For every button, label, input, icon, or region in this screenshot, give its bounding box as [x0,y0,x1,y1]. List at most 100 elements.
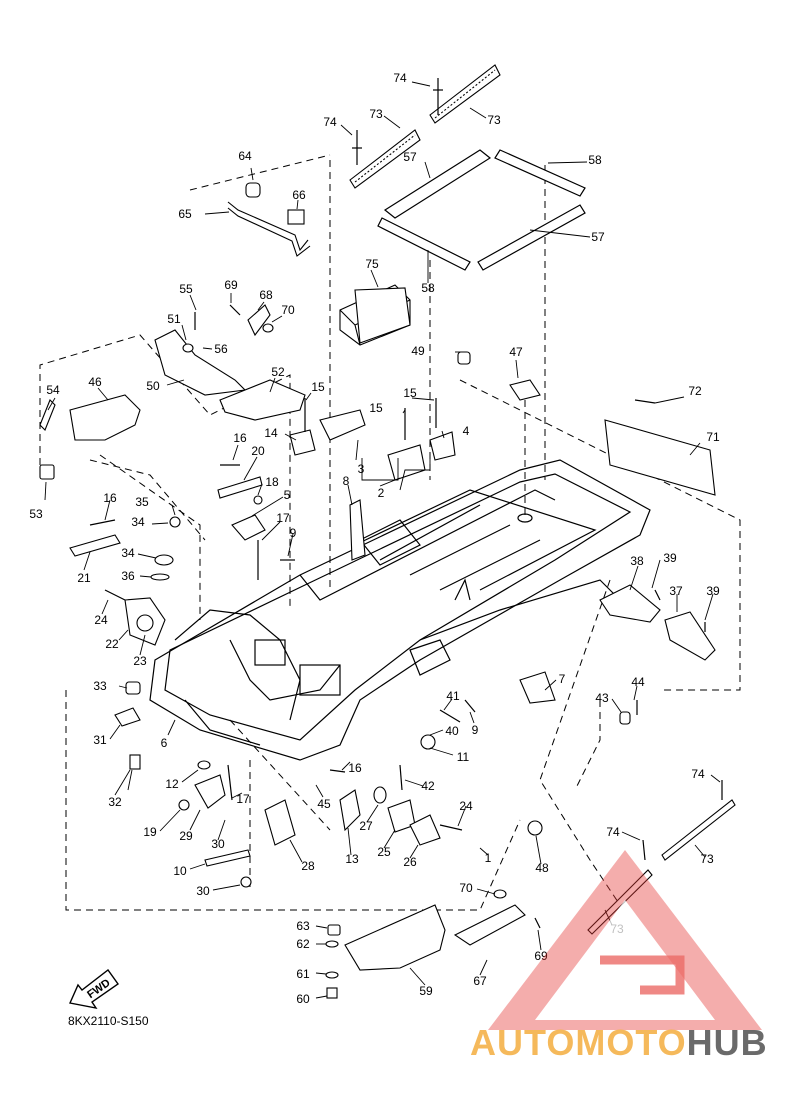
callout-39: 39 [706,584,720,598]
callout-36: 36 [121,569,135,583]
callout-74: 74 [606,825,620,839]
callout-7: 7 [559,672,566,686]
callout-25: 25 [377,845,391,859]
callout-45: 45 [317,797,331,811]
callout-65: 65 [178,207,192,221]
callout-66: 66 [292,188,306,202]
callout-17: 17 [236,792,250,806]
callout-54: 54 [46,383,60,397]
callout-64: 64 [238,149,252,163]
callout-15: 15 [369,401,383,415]
callout-50: 50 [146,379,160,393]
watermark-brand: AUTOMOTOHUB [470,1022,768,1064]
callout-1: 1 [485,851,492,865]
callout-69: 69 [534,949,548,963]
callout-38: 38 [630,554,644,568]
callout-19: 19 [143,825,157,839]
callout-17: 17 [276,511,290,525]
callout-57: 57 [403,150,417,164]
watermark-brand-part2: HUB [686,1022,768,1063]
callout-37: 37 [669,584,683,598]
callout-41: 41 [446,689,460,703]
callout-4: 4 [463,424,470,438]
callout-73: 73 [700,852,714,866]
callout-24: 24 [94,613,108,627]
callout-70: 70 [459,881,473,895]
callout-61: 61 [296,967,310,981]
callout-30: 30 [196,884,210,898]
callout-28: 28 [301,859,315,873]
callout-63: 63 [296,919,310,933]
hardware-parts [39,182,716,999]
callout-60: 60 [296,992,310,1006]
callout-43: 43 [595,691,609,705]
callout-33: 33 [93,679,107,693]
callout-59: 59 [419,984,433,998]
callout-56: 56 [214,342,228,356]
callout-55: 55 [179,282,193,296]
callout-21: 21 [77,571,91,585]
callout-20: 20 [251,444,265,458]
callout-58: 58 [421,281,435,295]
toothed-strips [349,64,736,935]
callout-48: 48 [535,861,549,875]
callout-34: 34 [121,546,135,560]
rail-bars [377,149,586,271]
callout-32: 32 [108,795,122,809]
callout-42: 42 [421,779,435,793]
callout-73: 73 [369,107,383,121]
callout-71: 71 [706,430,720,444]
callout-16: 16 [348,761,362,775]
bolts-and-pins [89,78,723,929]
callout-23: 23 [133,654,147,668]
callout-73: 73 [487,113,501,127]
callout-8: 8 [343,474,350,488]
callout-9: 9 [472,723,479,737]
callout-72: 72 [688,384,702,398]
callout-2: 2 [378,486,385,500]
callout-39: 39 [663,551,677,565]
callout-24: 24 [459,799,473,813]
callout-27: 27 [359,819,373,833]
callout-5: 5 [284,488,291,502]
diagram-code: 8KX2110-S150 [68,1014,149,1028]
callout-18: 18 [265,475,279,489]
callout-57: 57 [591,230,605,244]
bracket-lines [361,455,431,491]
callout-22: 22 [105,637,119,651]
callout-3: 3 [358,462,365,476]
callout-29: 29 [179,829,193,843]
callout-9: 9 [290,526,297,540]
callout-12: 12 [165,777,179,791]
callout-67: 67 [473,974,487,988]
callout-46: 46 [88,375,102,389]
callout-44: 44 [631,675,645,689]
callout-69: 69 [224,278,238,292]
callout-13: 13 [345,852,359,866]
callout-16: 16 [103,491,117,505]
callout-26: 26 [403,855,417,869]
callout-74: 74 [323,115,337,129]
watermark-brand-part1: AUTOMOTO [470,1022,687,1063]
watermark-logo-icon [488,850,762,1030]
callout-53: 53 [29,507,43,521]
callout-34: 34 [131,515,145,529]
main-frame-assembly [149,459,651,761]
callout-11: 11 [457,750,470,764]
fwd-arrow-icon: FWD [69,969,119,1010]
callout-52: 52 [271,365,285,379]
callout-51: 51 [167,312,181,326]
callout-47: 47 [509,345,523,359]
callout-62: 62 [296,937,310,951]
callout-15: 15 [403,386,417,400]
callout-15: 15 [311,380,325,394]
callout-40: 40 [445,724,459,738]
callout-49: 49 [411,344,425,358]
callout-58: 58 [588,153,602,167]
callout-75: 75 [365,257,379,271]
callout-68: 68 [259,288,273,302]
callout-74: 74 [691,767,705,781]
callout-35: 35 [135,495,149,509]
callout-74: 74 [393,71,407,85]
